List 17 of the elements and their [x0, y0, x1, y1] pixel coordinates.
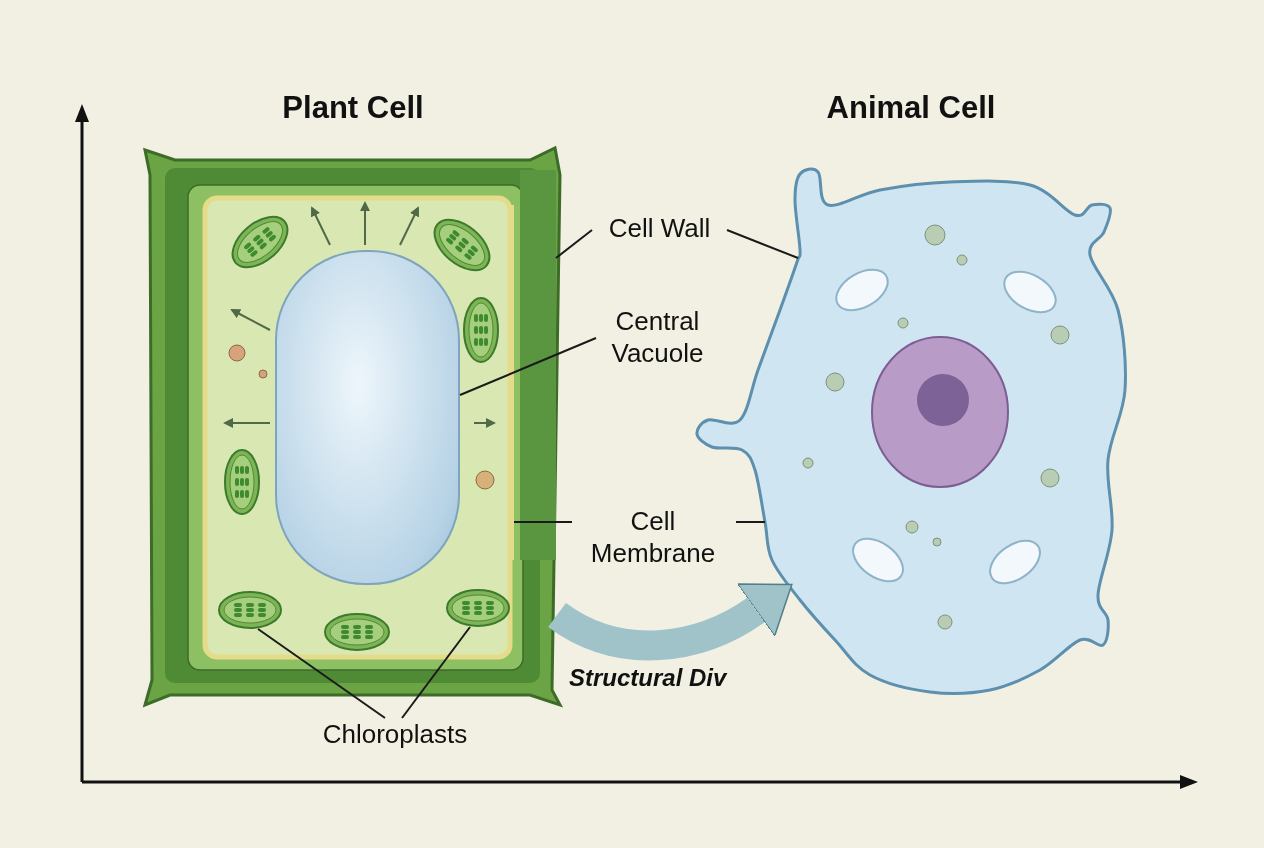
- leader-line: [726, 229, 799, 259]
- chloroplast: [218, 591, 282, 629]
- leader-line: [735, 521, 766, 523]
- leader-line: [513, 521, 573, 523]
- leader-line: [459, 337, 597, 396]
- cell-heading: Plant Cell: [281, 90, 425, 126]
- part-label: Cell Wall: [592, 212, 727, 244]
- chloroplast: [446, 589, 510, 627]
- leader-line: [401, 626, 471, 719]
- part-label: Chloroplasts: [295, 718, 495, 750]
- part-label: Cell Membrane: [568, 505, 738, 569]
- leader-line: [257, 628, 386, 719]
- cell-heading: Animal Cell: [825, 90, 997, 126]
- cell-membrane: [508, 205, 514, 560]
- leader-line: [555, 229, 593, 259]
- part-label: Central Vacuole: [585, 305, 730, 369]
- cell-wall: [520, 170, 556, 560]
